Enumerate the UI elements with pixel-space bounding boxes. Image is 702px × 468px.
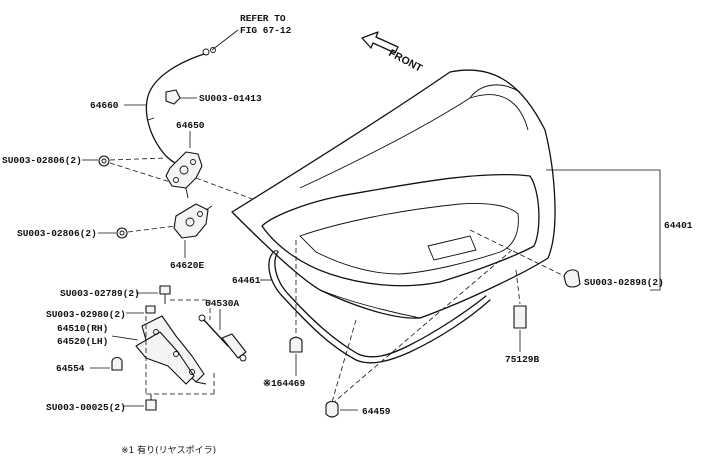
callout-su003-02806-lower[interactable]: SU003-02806(2)	[17, 228, 97, 239]
callout-64469[interactable]: ※164469	[263, 378, 305, 389]
dash-cushion-right	[333, 249, 513, 403]
dash-label-plate	[515, 269, 521, 305]
refer-fig-text[interactable]: FIG 67-12	[240, 25, 292, 36]
dash-latch-bolt2	[109, 162, 171, 183]
weatherstrip-64461-shape	[268, 250, 491, 364]
dash-latch-lid	[195, 177, 256, 201]
hinge-64510-shape	[135, 315, 207, 385]
bumper-stop-02898	[563, 269, 581, 288]
label-plate-75129b-shape	[513, 305, 527, 329]
bolt-02980-shape	[145, 305, 156, 314]
dash-latch-bolt1	[109, 157, 167, 161]
bolt-02806-upper	[98, 155, 110, 167]
callout-su003-00025[interactable]: SU003-00025(2)	[46, 402, 126, 413]
hinge-cap-64554-shape	[111, 356, 123, 371]
callout-64554[interactable]: 64554	[56, 363, 85, 374]
callout-64650[interactable]: 64650	[176, 120, 205, 131]
callout-64520-lh[interactable]: 64520(LH)	[57, 336, 108, 347]
cushion-64459-shape	[325, 400, 339, 418]
front-label: FRONT	[387, 47, 425, 75]
callout-64620e[interactable]: 64620E	[170, 260, 205, 271]
callout-64660[interactable]: 64660	[90, 100, 119, 111]
stay-64530a-shape	[198, 314, 247, 362]
leader-64401	[546, 169, 661, 291]
callout-su003-02806-upper[interactable]: SU003-02806(2)	[2, 155, 82, 166]
callout-su003-02898[interactable]: SU003-02898(2)	[584, 277, 664, 288]
leader-64510	[111, 335, 139, 341]
dash-hinge-box	[145, 316, 215, 395]
callout-su003-02789[interactable]: SU003-02789(2)	[60, 288, 140, 299]
bolt-02789-shape	[159, 285, 171, 304]
callout-64401[interactable]: 64401	[664, 220, 693, 231]
dash-cushion-left	[331, 319, 357, 403]
latch-64650-shape	[165, 151, 203, 199]
callout-75129b[interactable]: 75129B	[505, 354, 540, 365]
footnote: ※1 有り(リヤスポイラ)	[121, 444, 216, 456]
trunk-lid-64401-shape	[231, 69, 556, 319]
plug-64469-shape	[289, 336, 303, 353]
callout-64459[interactable]: 64459	[362, 406, 391, 417]
callout-su003-01413[interactable]: SU003-01413	[199, 93, 262, 104]
refer-leader	[211, 29, 239, 51]
refer-to-text: REFER TO	[240, 13, 286, 24]
clip-01413-shape	[165, 89, 181, 105]
callout-64461[interactable]: 64461	[232, 275, 261, 286]
front-arrow	[361, 31, 399, 54]
callout-64530a[interactable]: 64530A	[205, 298, 240, 309]
cable-64660-shape	[145, 47, 216, 169]
callout-64510-rh[interactable]: 64510(RH)	[57, 323, 108, 334]
callout-su003-02980[interactable]: SU003-02980(2)	[46, 309, 126, 320]
bolt-00025-shape	[145, 394, 157, 411]
dash-hinge-top	[170, 299, 211, 320]
dash-lock-bolt	[127, 225, 177, 233]
dash-bumper-stop	[469, 229, 565, 277]
lock-64620e-shape	[173, 203, 213, 239]
bolt-02806-lower	[116, 227, 128, 239]
